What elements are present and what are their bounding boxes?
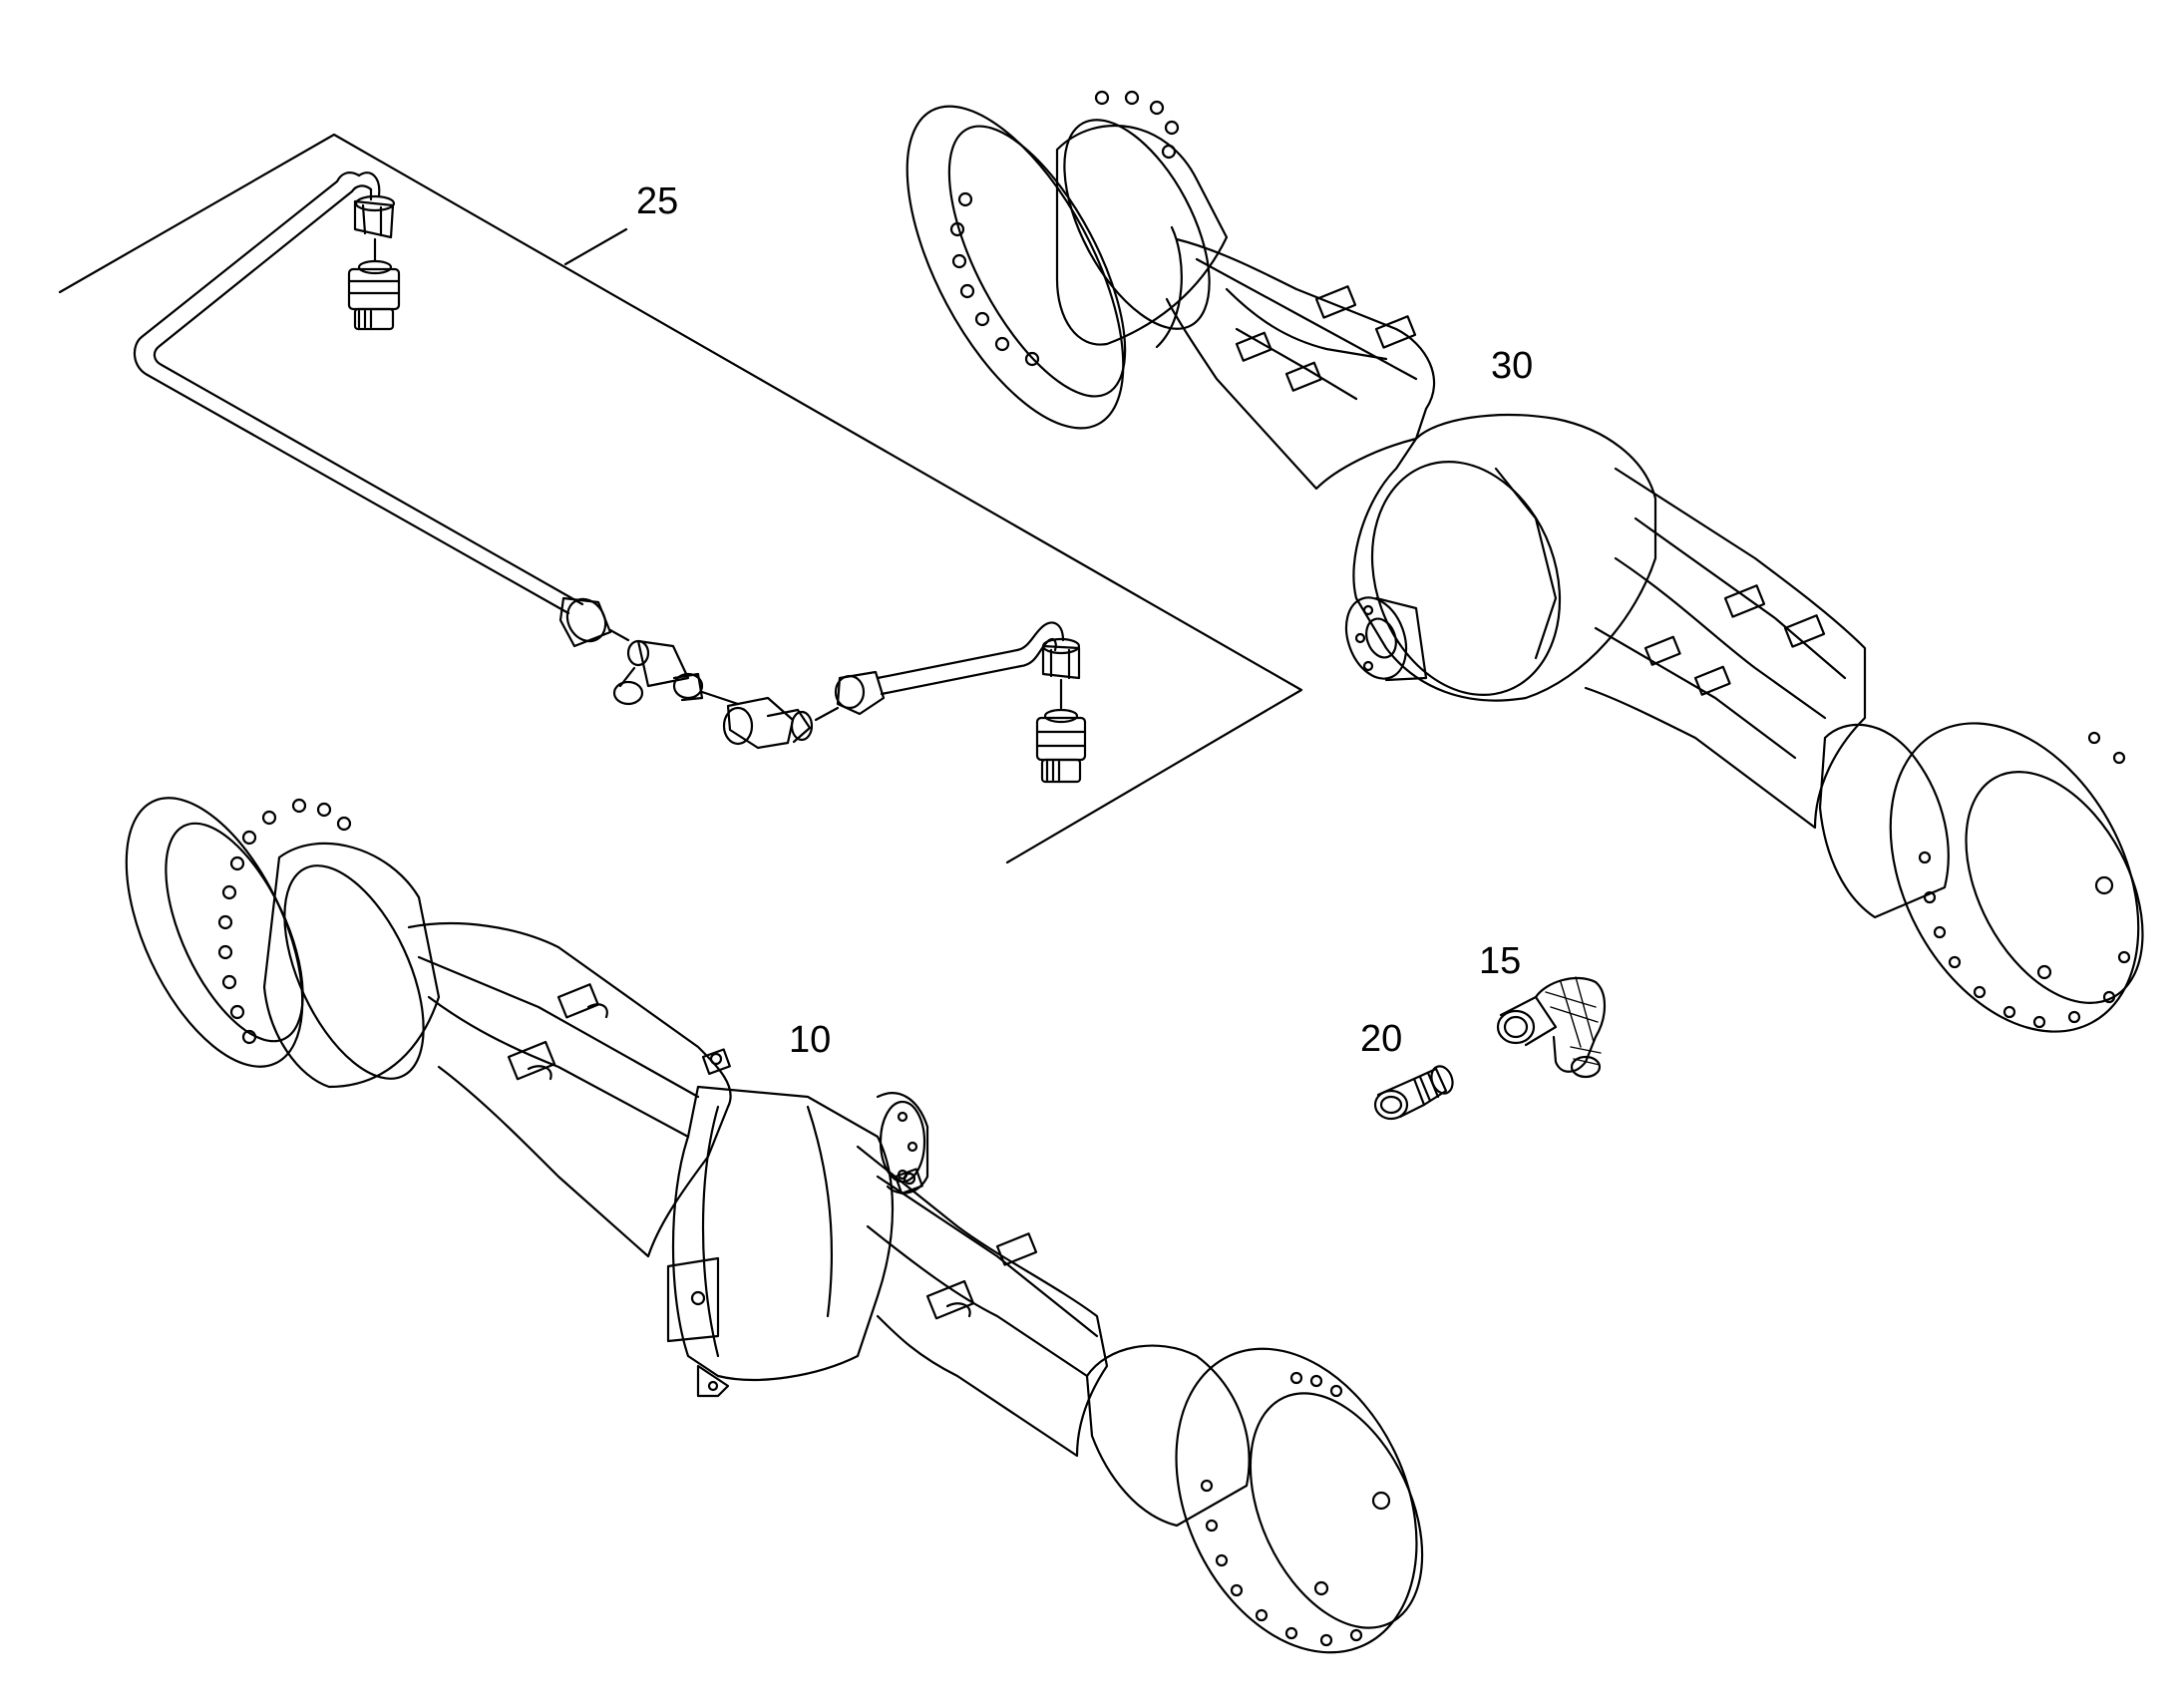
tube-top-elbow [357, 171, 381, 201]
rear-right-arm [1584, 467, 1867, 830]
rear-axle-drawing [906, 90, 2144, 1033]
tee-fitting [612, 639, 704, 706]
rear-pinion-flange [1344, 596, 1428, 682]
rear-left-drum [1055, 125, 1229, 346]
long-tube [133, 171, 570, 615]
top-nut [353, 194, 396, 239]
inline-elbow-fitting [722, 696, 814, 750]
rear-left-arm [1165, 237, 1436, 491]
right-adapter-fitting [1035, 708, 1087, 784]
group-bracket-line [58, 133, 1303, 864]
elbow-axis-line [700, 690, 740, 706]
rear-left-flange [906, 105, 1125, 430]
tee-axis-line [608, 628, 630, 642]
rear-right-bolt-holes [1918, 731, 2131, 1029]
rear-left-flange-inner [947, 125, 1127, 398]
top-adapter-fitting [347, 259, 401, 331]
rear-center-housing [1352, 414, 1657, 702]
front-left-flange [125, 797, 304, 1068]
rear-left-bolt-holes [949, 90, 1180, 367]
short-tube-axis-line [814, 706, 840, 722]
rear-right-drum [1818, 723, 1950, 919]
part-label-15: 15 [1479, 940, 1522, 982]
short-bent-tube [834, 621, 1065, 716]
leader-line-25 [563, 227, 628, 266]
front-right-arm [856, 1145, 1109, 1458]
front-right-drum [1085, 1344, 1251, 1528]
long-tube-inner [153, 184, 584, 606]
front-axle-drawing [125, 797, 1424, 1654]
front-center-housing [671, 1085, 895, 1381]
right-nut [1041, 637, 1081, 680]
adapter-fitting-20 [1373, 1065, 1454, 1121]
part-label-30: 30 [1491, 345, 1534, 387]
tube-assembly-group [58, 133, 1303, 864]
front-top-fittings [701, 1048, 923, 1196]
tube-end-nut [558, 596, 612, 648]
part-label-10: 10 [789, 1019, 832, 1061]
front-mount-block [666, 1256, 720, 1343]
front-left-bolt-holes [217, 798, 352, 1045]
elbow-fitting-15 [1496, 976, 1607, 1079]
front-left-drum [262, 842, 441, 1089]
part-label-25: 25 [636, 180, 679, 222]
front-right-bolt-holes [1200, 1371, 1363, 1647]
part-label-20: 20 [1360, 1018, 1403, 1060]
